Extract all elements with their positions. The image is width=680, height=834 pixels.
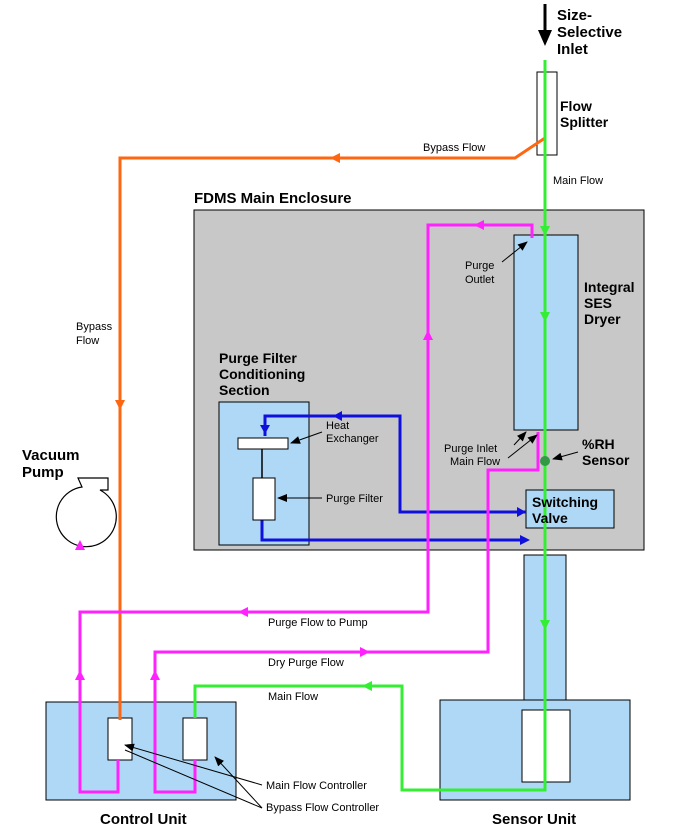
rh-label-1: %RH [582, 436, 615, 452]
purge-inlet-label: Purge Inlet [444, 443, 497, 455]
switching-valve-label-2: Valve [532, 510, 568, 526]
purge-arrow-4 [75, 540, 85, 550]
dryer-label-3: Dryer [584, 311, 621, 327]
purge-arrow-5 [75, 670, 85, 680]
heat-exchanger [237, 437, 289, 450]
main-flow-label-top: Main Flow [553, 175, 603, 187]
main-arrow-4 [362, 681, 372, 691]
bypass-flow-label-top: Bypass Flow [423, 142, 485, 154]
bypass-arrow-1 [330, 153, 340, 163]
rh-label-2: Sensor [582, 452, 630, 468]
control-unit-label: Control Unit [100, 811, 187, 828]
dry-purge-flow-label: Dry Purge Flow [268, 657, 344, 669]
blue-arrow-4 [520, 535, 530, 545]
main-flow-controller-label: Main Flow Controller [266, 780, 367, 792]
purge-section-label-1: Purge Filter [219, 350, 297, 366]
bypass-flow-controller [182, 717, 208, 761]
bypass-left-label-1: Bypass [76, 321, 113, 333]
main-arrow-1 [540, 226, 550, 236]
blue-arrow-1 [333, 411, 342, 421]
rh-sensor-point [540, 456, 550, 466]
purge-arrow-6 [360, 647, 370, 657]
purge-section-label-3: Section [219, 382, 270, 398]
main-arrow-2 [540, 312, 550, 322]
vacuum-label-2: Pump [22, 464, 64, 481]
bypass-flow-controller-label: Bypass Flow Controller [266, 802, 379, 814]
purge-outlet-label-1: Purge [465, 260, 494, 272]
flow-splitter [536, 71, 558, 156]
purge-arrow-3 [238, 607, 248, 617]
leader-lines [124, 241, 579, 809]
purge-flow-line [78, 223, 540, 794]
dryer-label-1: Integral [584, 279, 635, 295]
main-flow-line [193, 60, 547, 792]
inlet-label-2: Selective [557, 24, 622, 41]
blue-arrow-3 [517, 507, 526, 517]
purge-flow-to-pump-label: Purge Flow to Pump [268, 617, 368, 629]
main-flow-controller [107, 717, 133, 761]
bypass-left-label-2: Flow [76, 335, 99, 347]
switching-valve-label-1: Switching [532, 494, 598, 510]
vacuum-label-1: Vacuum [22, 447, 80, 464]
purge-arrow-1 [474, 220, 484, 230]
heat-exchanger-label-1: Heat [326, 420, 349, 432]
heat-exchange-flow [260, 414, 526, 542]
main-flow-label-bottom: Main Flow [268, 691, 318, 703]
sensor-unit-label: Sensor Unit [492, 811, 576, 828]
heat-exchanger-label-2: Exchanger [326, 433, 379, 445]
enclosure-title: FDMS Main Enclosure [194, 190, 352, 207]
inlet-label-1: Size- [557, 7, 592, 24]
purge-filter-label: Purge Filter [326, 493, 383, 505]
main-arrow-3 [540, 620, 550, 630]
bypass-arrow-2 [115, 400, 125, 410]
purge-section-label-2: Conditioning [219, 366, 305, 382]
purge-outlet-label-2: Outlet [465, 274, 494, 286]
inlet-label-3: Inlet [557, 41, 588, 58]
splitter-label-1: Flow [560, 98, 592, 114]
purge-filter [252, 477, 276, 521]
blue-arrow-2 [260, 425, 270, 434]
splitter-label-2: Splitter [560, 114, 609, 130]
main-flow-label-mid: Main Flow [450, 456, 500, 468]
dryer-label-2: SES [584, 295, 612, 311]
vacuum-pump [55, 477, 117, 548]
inlet-arrow [538, 4, 552, 46]
purge-arrow-7 [150, 670, 160, 680]
switching-valve [525, 489, 615, 529]
purge-arrow-2 [423, 330, 433, 340]
